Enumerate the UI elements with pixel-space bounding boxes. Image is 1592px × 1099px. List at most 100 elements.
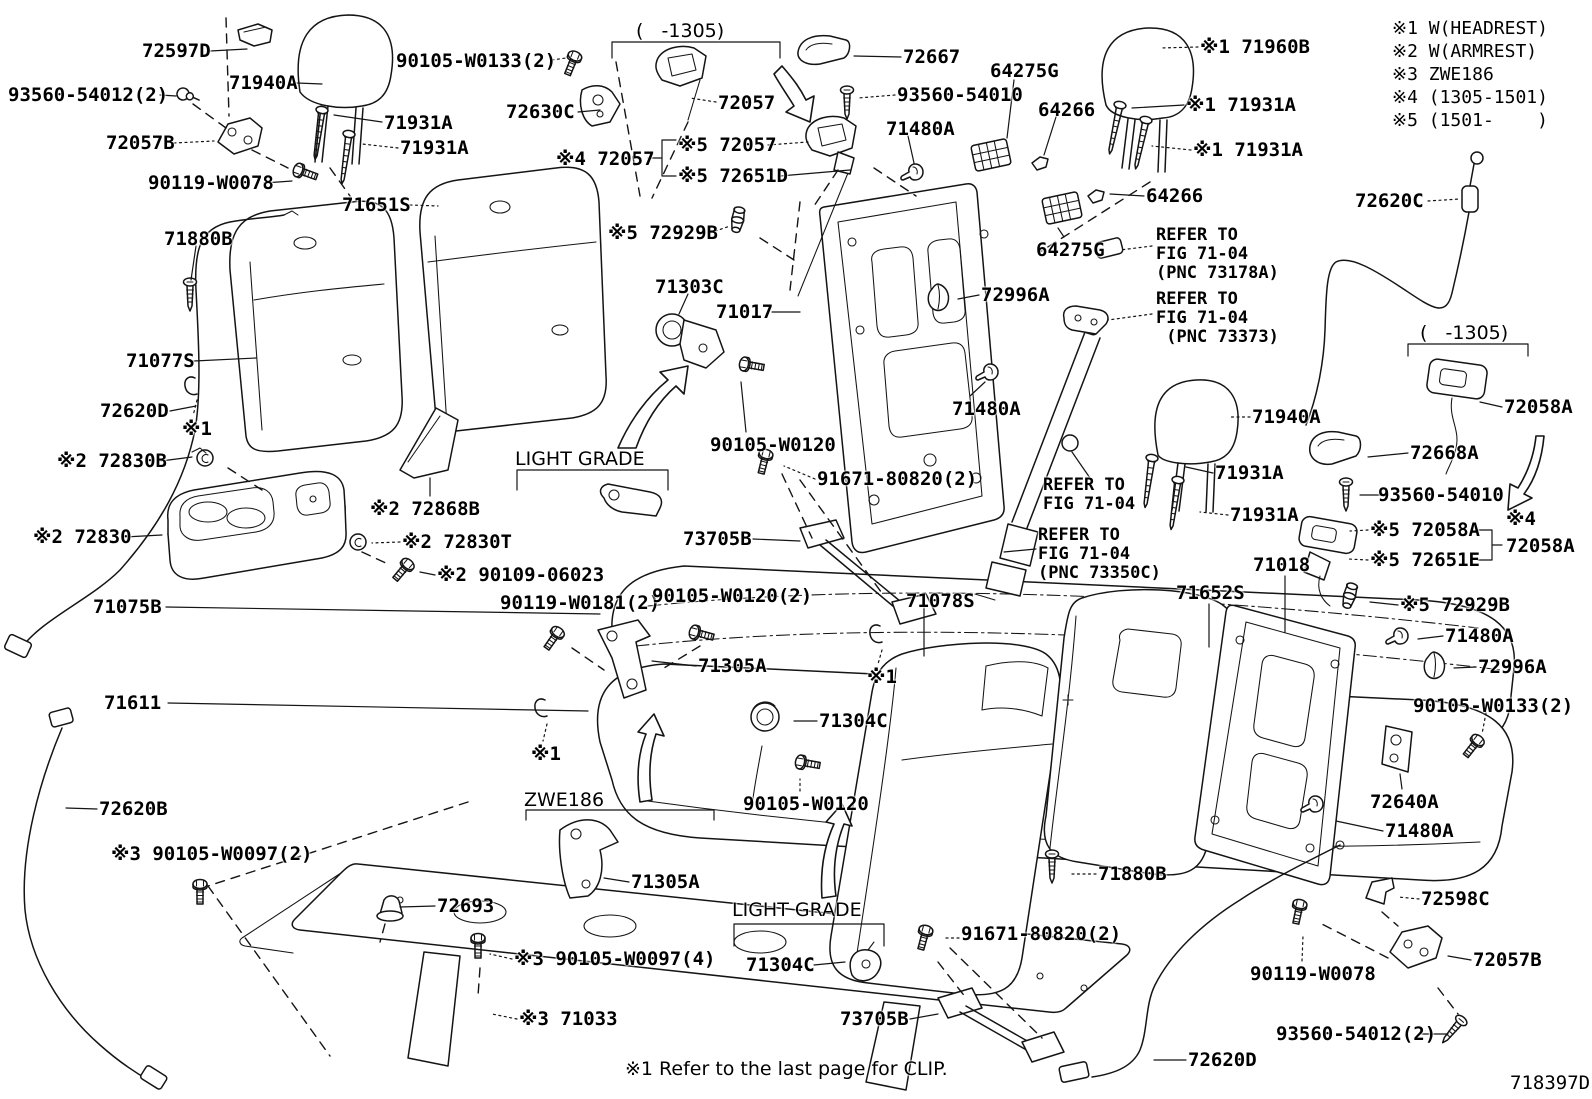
bracket-72640A-drawing	[1381, 725, 1413, 773]
part-label-64266: 64266	[1038, 99, 1096, 121]
part-label-72620b: 72620B	[99, 798, 168, 820]
part-label-2-72868b: ※2 72868B	[370, 498, 480, 520]
knob-72830B-drawing	[191, 447, 214, 467]
part-label-71940a: 71940A	[1252, 406, 1321, 428]
part-label-1: ※1	[867, 666, 897, 688]
part-label-71480a: 71480A	[952, 398, 1021, 420]
part-label-72620d: 72620D	[100, 400, 169, 422]
part-label-72057b: 72057B	[1473, 949, 1542, 971]
part-label-71480a: 71480A	[1385, 820, 1454, 842]
part-label-72693: 72693	[437, 895, 495, 917]
headrest-71940A-rear-drawing	[1154, 379, 1239, 513]
part-label-72620c: 72620C	[1355, 190, 1424, 212]
clip-symbol-icon	[184, 376, 198, 396]
pin-71931A-6-icon	[1164, 474, 1186, 532]
part-label-72058a: 72058A	[1504, 396, 1573, 418]
part-label-zwe186: ZWE186	[524, 789, 605, 811]
seatback-cover-71651S-drawing	[419, 166, 607, 433]
part-label-71931a: 71931A	[384, 112, 453, 134]
plate-pnc73178A-drawing	[1094, 237, 1124, 259]
part-label-3-90105-w0097-2: ※3 90105-W0097(2)	[111, 843, 313, 865]
seatback-cover-71652S-drawing	[1043, 588, 1240, 876]
part-label-71931a: 71931A	[400, 137, 469, 159]
part-label-71304c: 71304C	[819, 710, 888, 732]
part-label-2-72830: ※2 72830	[33, 526, 132, 548]
screw-93560-54010-2-icon	[1338, 477, 1354, 512]
part-label-refer-to: REFER TO FIG 71-04	[1043, 475, 1136, 514]
part-label-71611: 71611	[104, 692, 162, 714]
clip-64266-drawing	[1031, 156, 1049, 171]
part-label-90119-w0078: 90119-W0078	[1250, 963, 1376, 985]
part-label-71480a: 71480A	[886, 118, 955, 140]
wedge-72868B-drawing	[399, 407, 459, 479]
part-label-71078s: 71078S	[906, 590, 975, 612]
part-label-72668a: 72668A	[1410, 442, 1479, 464]
part-label-1: ※1	[182, 418, 212, 440]
part-label-5-72651e: ※5 72651E	[1370, 549, 1480, 571]
lock-control-cable-72620D-drawing	[3, 210, 299, 659]
bracket-71305A-drawing	[597, 619, 651, 699]
part-label-64275g: 64275G	[990, 60, 1059, 82]
part-label-64266: 64266	[1146, 185, 1204, 207]
seatback-frame-71018-drawing	[1194, 604, 1356, 886]
part-label-refer-to: REFER TO FIG 71-04 (PNC 73178A)	[1156, 225, 1279, 283]
part-label-90105-w0120: 90105-W0120	[743, 793, 869, 815]
part-label-71880b: 71880B	[164, 228, 233, 250]
part-label-72996a: 72996A	[981, 284, 1050, 306]
part-label-71931a: 71931A	[1230, 504, 1299, 526]
screw-93560-54012-2-icon	[1436, 1012, 1470, 1048]
part-label-1-71960b: ※1 71960B	[1200, 36, 1310, 58]
part-label-5-72929b: ※5 72929B	[1400, 594, 1510, 616]
part-label-refer-to: REFER TO FIG 71-04 (PNC 73373)	[1156, 289, 1279, 347]
part-label-91671-80820-2: 91671-80820(2)	[817, 468, 978, 490]
part-label-72057: 72057	[718, 92, 776, 114]
part-label-93560-54010: 93560-54010	[897, 84, 1023, 106]
clip-72598C-drawing	[1365, 877, 1395, 905]
part-label-4: ※4	[1506, 508, 1536, 530]
hinge-72057B-rear-drawing	[1389, 925, 1443, 969]
armrest-72830-drawing	[166, 470, 347, 580]
part-label-71480a: 71480A	[1445, 625, 1514, 647]
part-label-5-72058a: ※5 72058A	[1370, 519, 1480, 541]
leader-lines	[65, 41, 1529, 1061]
bolt-90119-W0078-2-icon	[1288, 897, 1309, 926]
part-label-3-90105-w0097-4: ※3 90105-W0097(4)	[514, 948, 716, 970]
legend-item-3: ※3 ZWE186	[1392, 64, 1494, 85]
part-label-93560-54012-2: 93560-54012(2)	[1276, 1023, 1437, 1045]
part-label-3-71033: ※3 71033	[519, 1008, 618, 1030]
hinge-72057-center-drawing	[797, 115, 857, 297]
part-label-1-71931a: ※1 71931A	[1186, 94, 1296, 116]
assembly-construction-lines	[192, 17, 1459, 1057]
part-label-5-72057: ※5 72057	[678, 134, 777, 156]
seatback-frame-71017-drawing	[818, 183, 1005, 554]
part-label-71880b: 71880B	[1098, 863, 1167, 885]
bracket-71305A-zwe186-drawing	[558, 819, 619, 899]
part-label-5-72651d: ※5 72651D	[678, 165, 788, 187]
part-label-72640a: 72640A	[1370, 791, 1439, 813]
part-label-73705b: 73705B	[683, 528, 752, 550]
clip-symbol-2-icon	[534, 698, 548, 718]
part-label-90105-w0120-2: 90105-W0120(2)	[652, 585, 813, 607]
pushpin-93560-54012-icon	[174, 83, 200, 106]
part-label-93560-54012-2: 93560-54012(2)	[8, 84, 169, 106]
lock-control-cable-72620D-rear-drawing	[1058, 840, 1345, 1083]
part-label-93560-54010: 93560-54010	[1378, 484, 1504, 506]
part-label-72597d: 72597D	[142, 40, 211, 62]
clip-72693-drawing	[376, 895, 404, 922]
clip-72929B-icon	[728, 205, 747, 235]
part-label-1-71931a: ※1 71931A	[1193, 139, 1303, 161]
pin-71931A-5-icon	[1138, 452, 1160, 510]
legend-item-2: ※2 W(ARMREST)	[1392, 41, 1538, 62]
part-label-90105-w0120: 90105-W0120	[710, 434, 836, 456]
hinge-72058A-72651E-drawing	[1298, 515, 1358, 607]
part-label-90105-w0133-2: 90105-W0133(2)	[1413, 695, 1574, 717]
part-label-refer-to: REFER TO FIG 71-04 (PNC 73350C)	[1038, 525, 1161, 583]
bezel-72668A-drawing	[1309, 430, 1362, 466]
part-label-90105-w0133-2: 90105-W0133(2)	[396, 50, 557, 72]
bolt-90119-W0181-icon	[540, 623, 568, 654]
screw-71880B-2-icon	[1044, 849, 1060, 884]
legend-item-4: ※4 (1305-1501)	[1392, 87, 1548, 108]
part-label-1-refer-to-the-last-page-for-clip: ※1 Refer to the last page for CLIP.	[625, 1058, 948, 1080]
part-label-72996a: 72996A	[1478, 656, 1547, 678]
